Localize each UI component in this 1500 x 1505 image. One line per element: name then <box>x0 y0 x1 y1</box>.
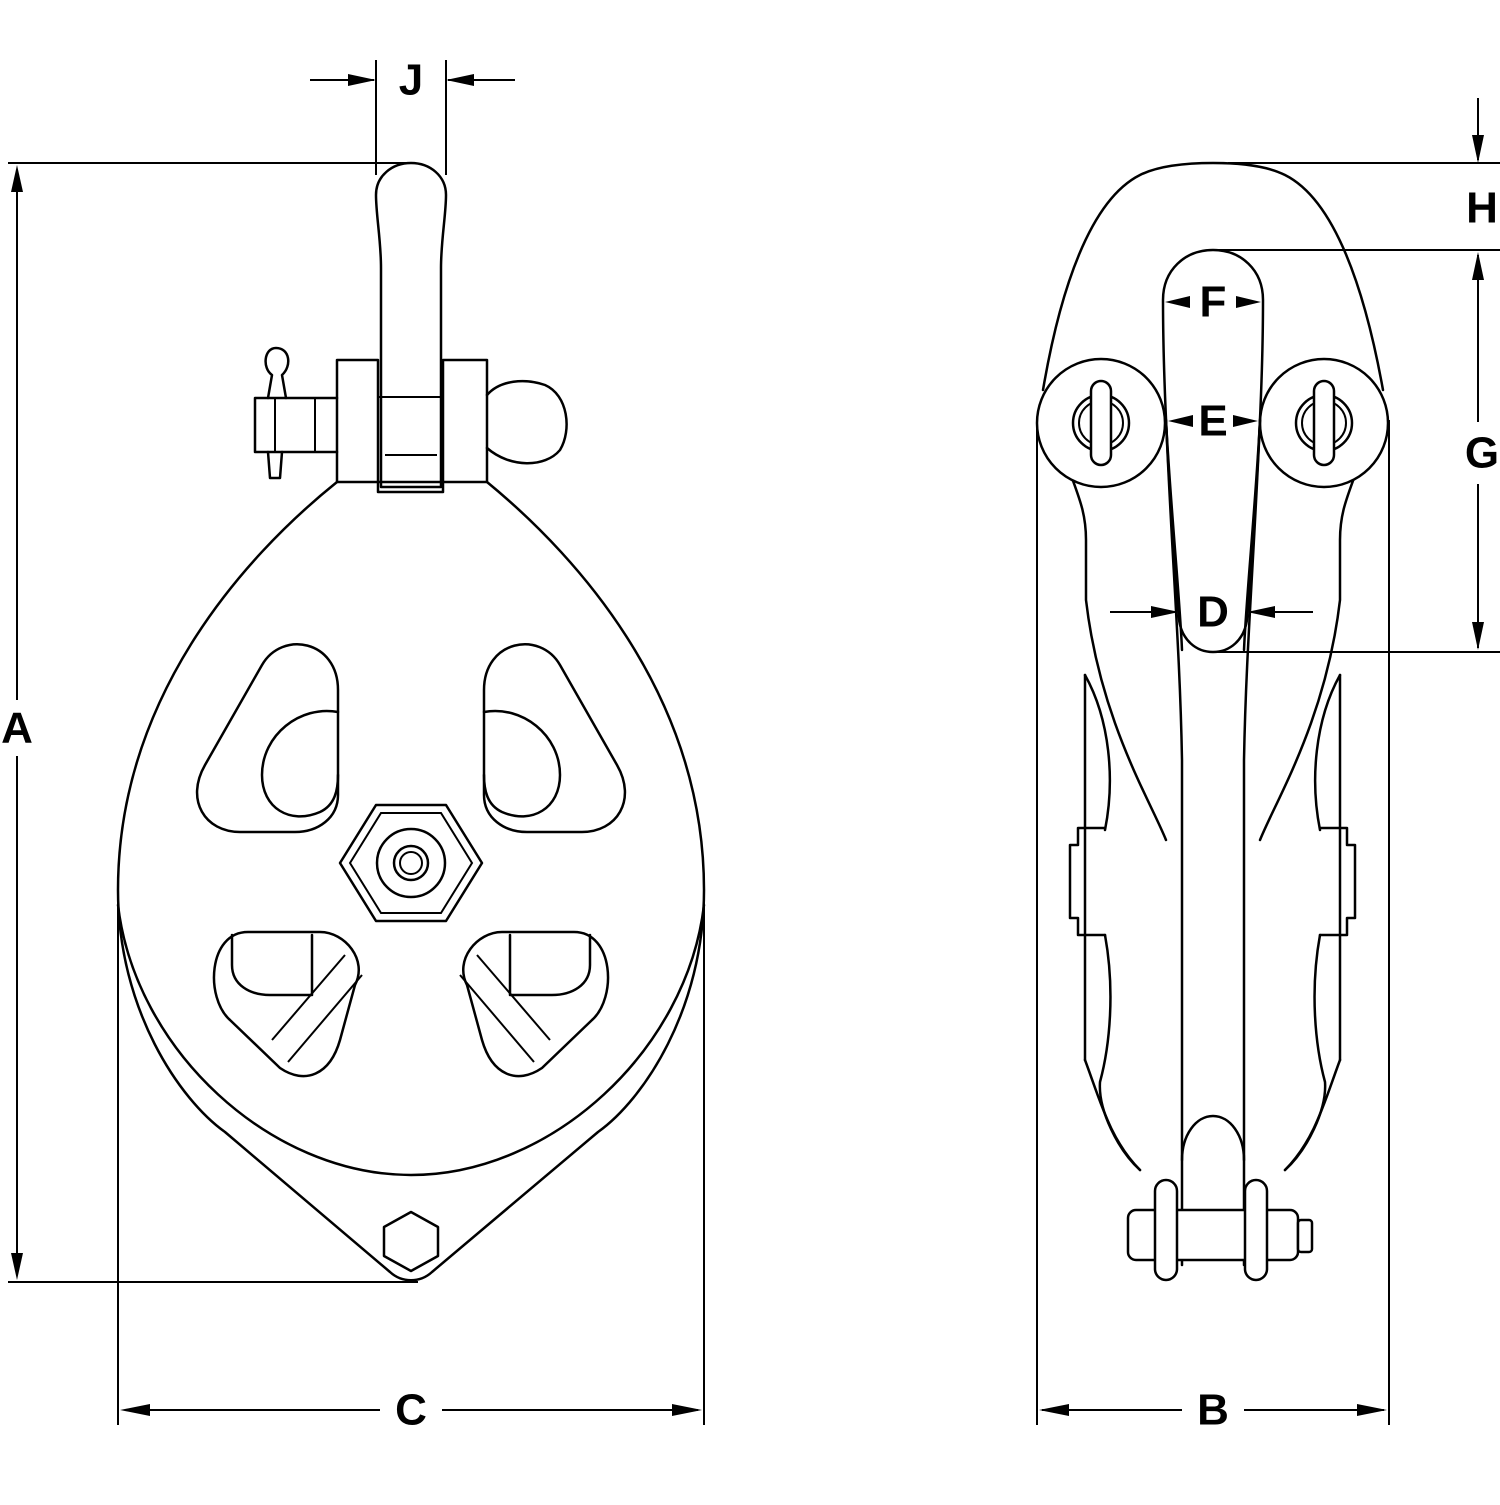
label-G: G <box>1465 429 1499 478</box>
dimension-G: G <box>1465 252 1499 650</box>
yoke <box>335 358 489 494</box>
label-D: D <box>1197 588 1229 637</box>
side-outer-strap <box>1041 161 1385 842</box>
label-F: F <box>1200 278 1227 327</box>
dimension-E: E <box>1168 397 1258 446</box>
lower-holes <box>212 930 610 1078</box>
side-center-straps <box>1164 418 1262 1267</box>
front-extension-lines <box>8 60 705 1425</box>
label-E: E <box>1198 397 1227 446</box>
side-rollers <box>1035 357 1390 489</box>
label-H: H <box>1466 184 1498 233</box>
label-C: C <box>395 1386 427 1435</box>
dimension-lines: A C J B H <box>1 56 1499 1435</box>
side-pin <box>253 346 568 480</box>
side-cheeks <box>1068 673 1357 1172</box>
upper-holes <box>195 643 627 834</box>
sheave-disc <box>116 903 706 1177</box>
side-view <box>1035 161 1500 1425</box>
label-J: J <box>399 56 423 105</box>
bottom-hex <box>382 1210 440 1273</box>
dimension-B: B <box>1039 1386 1387 1435</box>
dimension-H: H <box>1466 98 1498 233</box>
cheek-plate <box>116 480 706 1282</box>
center-nut <box>338 803 484 923</box>
front-view <box>8 60 706 1425</box>
dimension-A: A <box>1 165 33 1280</box>
label-B: B <box>1197 1386 1229 1435</box>
side-bottom-shackle <box>1126 1114 1314 1282</box>
dimension-J: J <box>310 56 515 105</box>
dimension-C: C <box>120 1386 702 1435</box>
label-A: A <box>1 704 33 753</box>
shackle-tongue <box>374 161 448 489</box>
dimension-D: D <box>1110 588 1313 637</box>
dimension-F: F <box>1165 278 1261 327</box>
side-extension-lines <box>1036 162 1500 1425</box>
